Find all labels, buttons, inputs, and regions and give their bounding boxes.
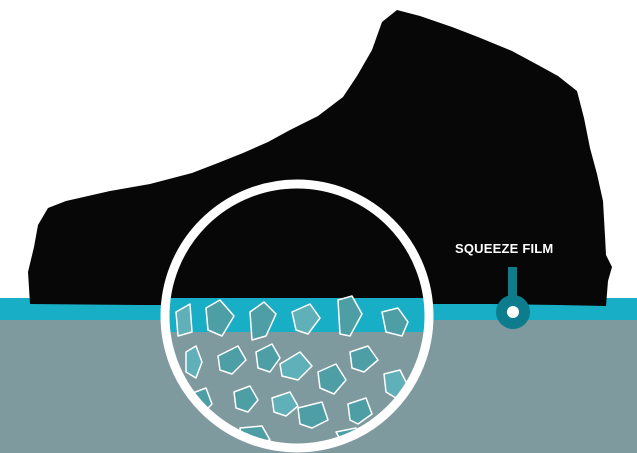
squeeze-film-label: SQUEEZE FILM <box>455 241 575 256</box>
